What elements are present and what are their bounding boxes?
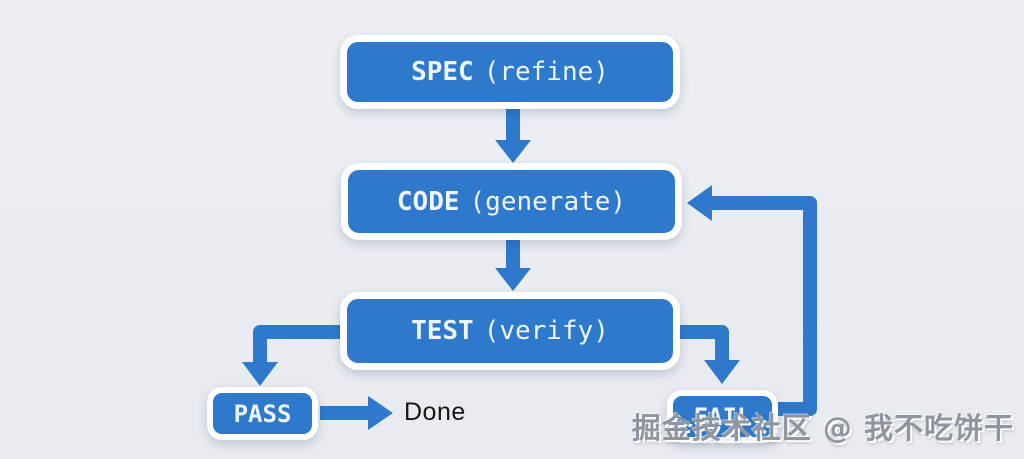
edge-test-to-fail-line	[672, 325, 729, 361]
arrow-down-icon	[704, 360, 740, 384]
node-code-detail: (generate)	[469, 186, 627, 217]
edge-test-to-pass-line	[253, 325, 352, 363]
node-test-detail: (verify)	[483, 316, 609, 346]
node-pass: PASS	[207, 387, 318, 440]
node-test: TEST (verify)	[340, 292, 680, 370]
node-code-label: CODE	[396, 186, 460, 217]
node-fail-label: FAIL	[693, 402, 752, 431]
arrow-left-icon	[687, 185, 712, 221]
edge-fail-to-code-loopback	[687, 185, 817, 416]
edge-fail-to-code-line	[710, 196, 817, 416]
edge-test-to-fail	[672, 325, 740, 384]
node-spec: SPEC (refine)	[340, 35, 680, 109]
arrow-down-icon	[242, 362, 278, 386]
arrow-down-icon	[495, 268, 531, 291]
node-pass-label: PASS	[233, 399, 292, 428]
node-test-label: TEST	[411, 316, 474, 346]
edge-test-to-pass	[242, 325, 352, 386]
watermark-text: 掘金技术社区 @ 我不吃饼干	[631, 411, 1014, 445]
node-fail: FAIL	[667, 390, 778, 443]
edge-code-to-test	[495, 238, 531, 291]
edge-pass-to-done	[320, 396, 393, 430]
edge-spec-to-code	[495, 106, 531, 163]
node-spec-label: SPEC	[411, 57, 474, 87]
arrow-right-icon	[368, 396, 393, 430]
done-label: Done	[404, 398, 466, 426]
node-spec-detail: (refine)	[483, 57, 609, 87]
arrow-down-icon	[495, 140, 531, 163]
node-code: CODE (generate)	[341, 163, 682, 240]
